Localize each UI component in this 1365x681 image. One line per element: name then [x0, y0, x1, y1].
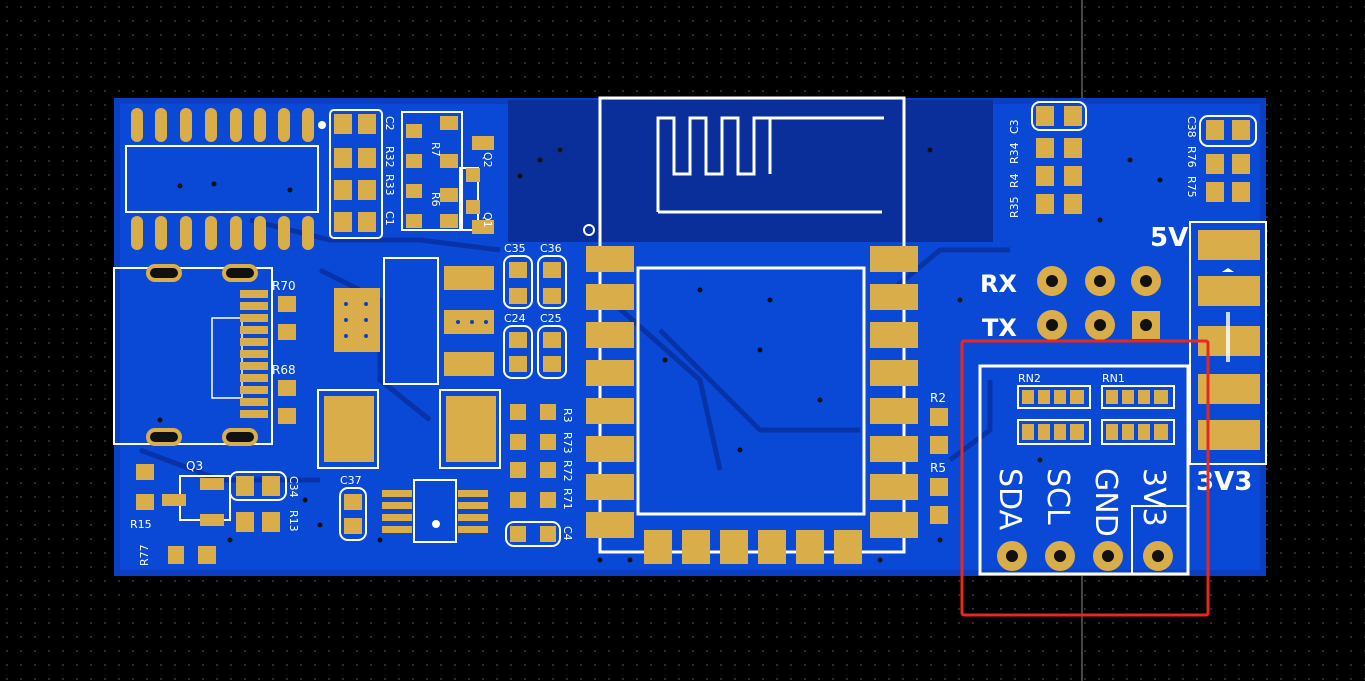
highlight-box [960, 339, 1210, 617]
r5-pads[interactable] [930, 478, 948, 524]
label-q1: Q1 [481, 212, 494, 228]
label-r15: R15 [130, 518, 152, 531]
passives-c38-r75[interactable] [1199, 115, 1257, 202]
label-rx: RX [980, 270, 1017, 298]
svg-text:R32: R32 [383, 146, 396, 168]
svg-text:R35: R35 [1008, 196, 1021, 218]
label-r13: R13 [287, 510, 300, 532]
label-c38-r75: C38 R76 R75 [1185, 116, 1198, 198]
label-rn1: RN1 [1102, 372, 1125, 385]
svg-text:R73: R73 [561, 432, 574, 454]
resistor-column-r3-c4[interactable] [505, 404, 561, 547]
label-scl: SCL [1040, 468, 1075, 525]
caps-c24-c25[interactable] [503, 325, 567, 379]
regulator-section[interactable] [317, 257, 501, 469]
label-r7: R7 [429, 142, 442, 157]
label-c35: C35 [504, 242, 526, 255]
label-c36: C36 [540, 242, 562, 255]
svg-text:R34: R34 [1008, 142, 1021, 164]
i2c-header[interactable]: RN2 RN1 SDA SCL GND 3V3 [978, 364, 1190, 576]
label-sda: SDA [992, 468, 1027, 531]
svg-text:C1: C1 [383, 211, 396, 226]
antenna-keepout [508, 100, 993, 242]
label-tx: TX [982, 314, 1017, 342]
power-connector-right[interactable] [1189, 221, 1267, 465]
ic-sot-small[interactable] [382, 479, 488, 543]
label-r6: R6 [429, 192, 442, 207]
label-c25: C25 [540, 312, 562, 325]
label-r2: R2 [930, 391, 946, 405]
label-r5: R5 [930, 461, 946, 475]
r7-r6-cluster[interactable] [401, 111, 463, 231]
label-3v3-pin: 3V3 [1136, 468, 1171, 527]
c34-r13-pads[interactable] [229, 471, 287, 532]
uart-header[interactable] [1037, 266, 1161, 340]
q2-q1-sot23[interactable] [459, 136, 494, 234]
label-3v3-power: 3V3 [1196, 467, 1252, 497]
ic-soic-top[interactable] [125, 108, 319, 250]
passive-column-c2-c1[interactable] [318, 109, 383, 239]
r70-pads[interactable] [278, 296, 296, 340]
label-c3-r35: R35 R4 R34 C3 [1008, 119, 1021, 218]
r77-pads[interactable] [168, 546, 216, 564]
svg-text:R76: R76 [1185, 146, 1198, 168]
label-r3-c4: R3 R73 R72 R71 C4 [561, 408, 574, 541]
label-c34: C34 [287, 476, 300, 498]
svg-text:C2: C2 [383, 116, 396, 131]
r15-pads[interactable] [136, 464, 154, 510]
label-q2: Q2 [481, 152, 494, 168]
label-c24: C24 [504, 312, 526, 325]
label-r70: R70 [272, 279, 296, 293]
label-gnd: GND [1088, 468, 1123, 537]
wifi-module[interactable] [583, 96, 918, 564]
r2-pads[interactable] [930, 408, 948, 454]
svg-text:C4: C4 [561, 526, 574, 541]
r68-pads[interactable] [278, 380, 296, 424]
svg-text:R71: R71 [561, 488, 574, 510]
svg-text:R3: R3 [561, 408, 574, 423]
label-c2-r32-r33-c1: C2 R32 R33 C1 [383, 116, 396, 226]
svg-text:R75: R75 [1185, 176, 1198, 198]
vias [157, 147, 1163, 563]
svg-text:R4: R4 [1008, 173, 1021, 188]
caps-c35-c36[interactable] [503, 255, 567, 309]
resistor-column-c3-r35[interactable] [1031, 101, 1087, 214]
q3-transistor[interactable] [162, 475, 231, 526]
svg-text:R72: R72 [561, 460, 574, 482]
svg-text:C38: C38 [1185, 116, 1198, 138]
label-r68: R68 [272, 363, 296, 377]
usb-connector[interactable] [113, 264, 273, 446]
c37-pads[interactable] [339, 487, 367, 541]
label-rn2: RN2 [1018, 372, 1041, 385]
label-r77: R77 [138, 544, 151, 566]
label-c37: C37 [340, 474, 362, 487]
svg-text:C3: C3 [1008, 119, 1021, 134]
label-5v: 5V [1150, 223, 1188, 253]
antenna-trace-icon [656, 116, 884, 214]
svg-text:R33: R33 [383, 174, 396, 196]
label-q3: Q3 [186, 459, 203, 473]
